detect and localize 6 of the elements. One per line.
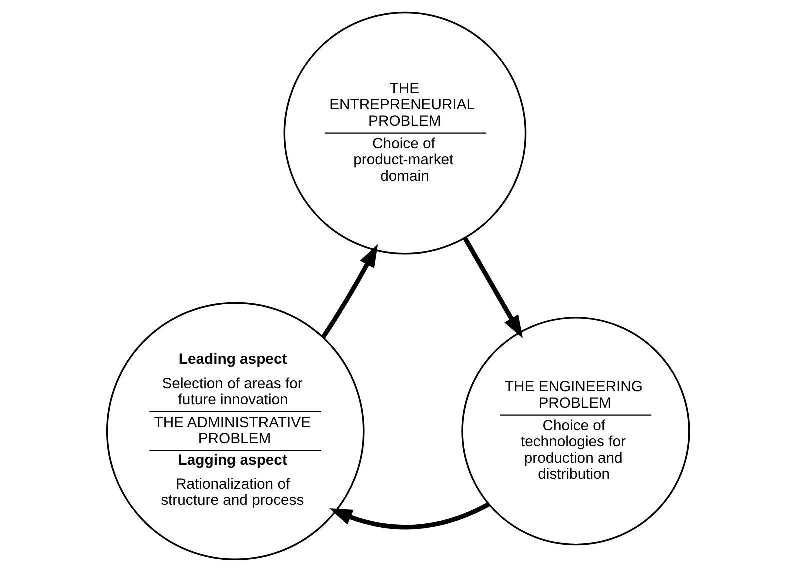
node-circle: THE ENTREPRENEURIAL PROBLEM Choice of product-market domain bbox=[284, 12, 527, 255]
arrow bbox=[321, 244, 378, 340]
node-circle: Leading aspect Selection of areas for future innovation THE ADMINISTRATIVE PROBLEM Lagging aspect Rationalization of structure and process bbox=[106, 302, 365, 561]
arrow bbox=[463, 237, 524, 339]
arrow bbox=[330, 502, 490, 530]
node-circle: THE ENGINEERING PROBLEM Choice of technologies for production and distribution bbox=[462, 317, 690, 546]
